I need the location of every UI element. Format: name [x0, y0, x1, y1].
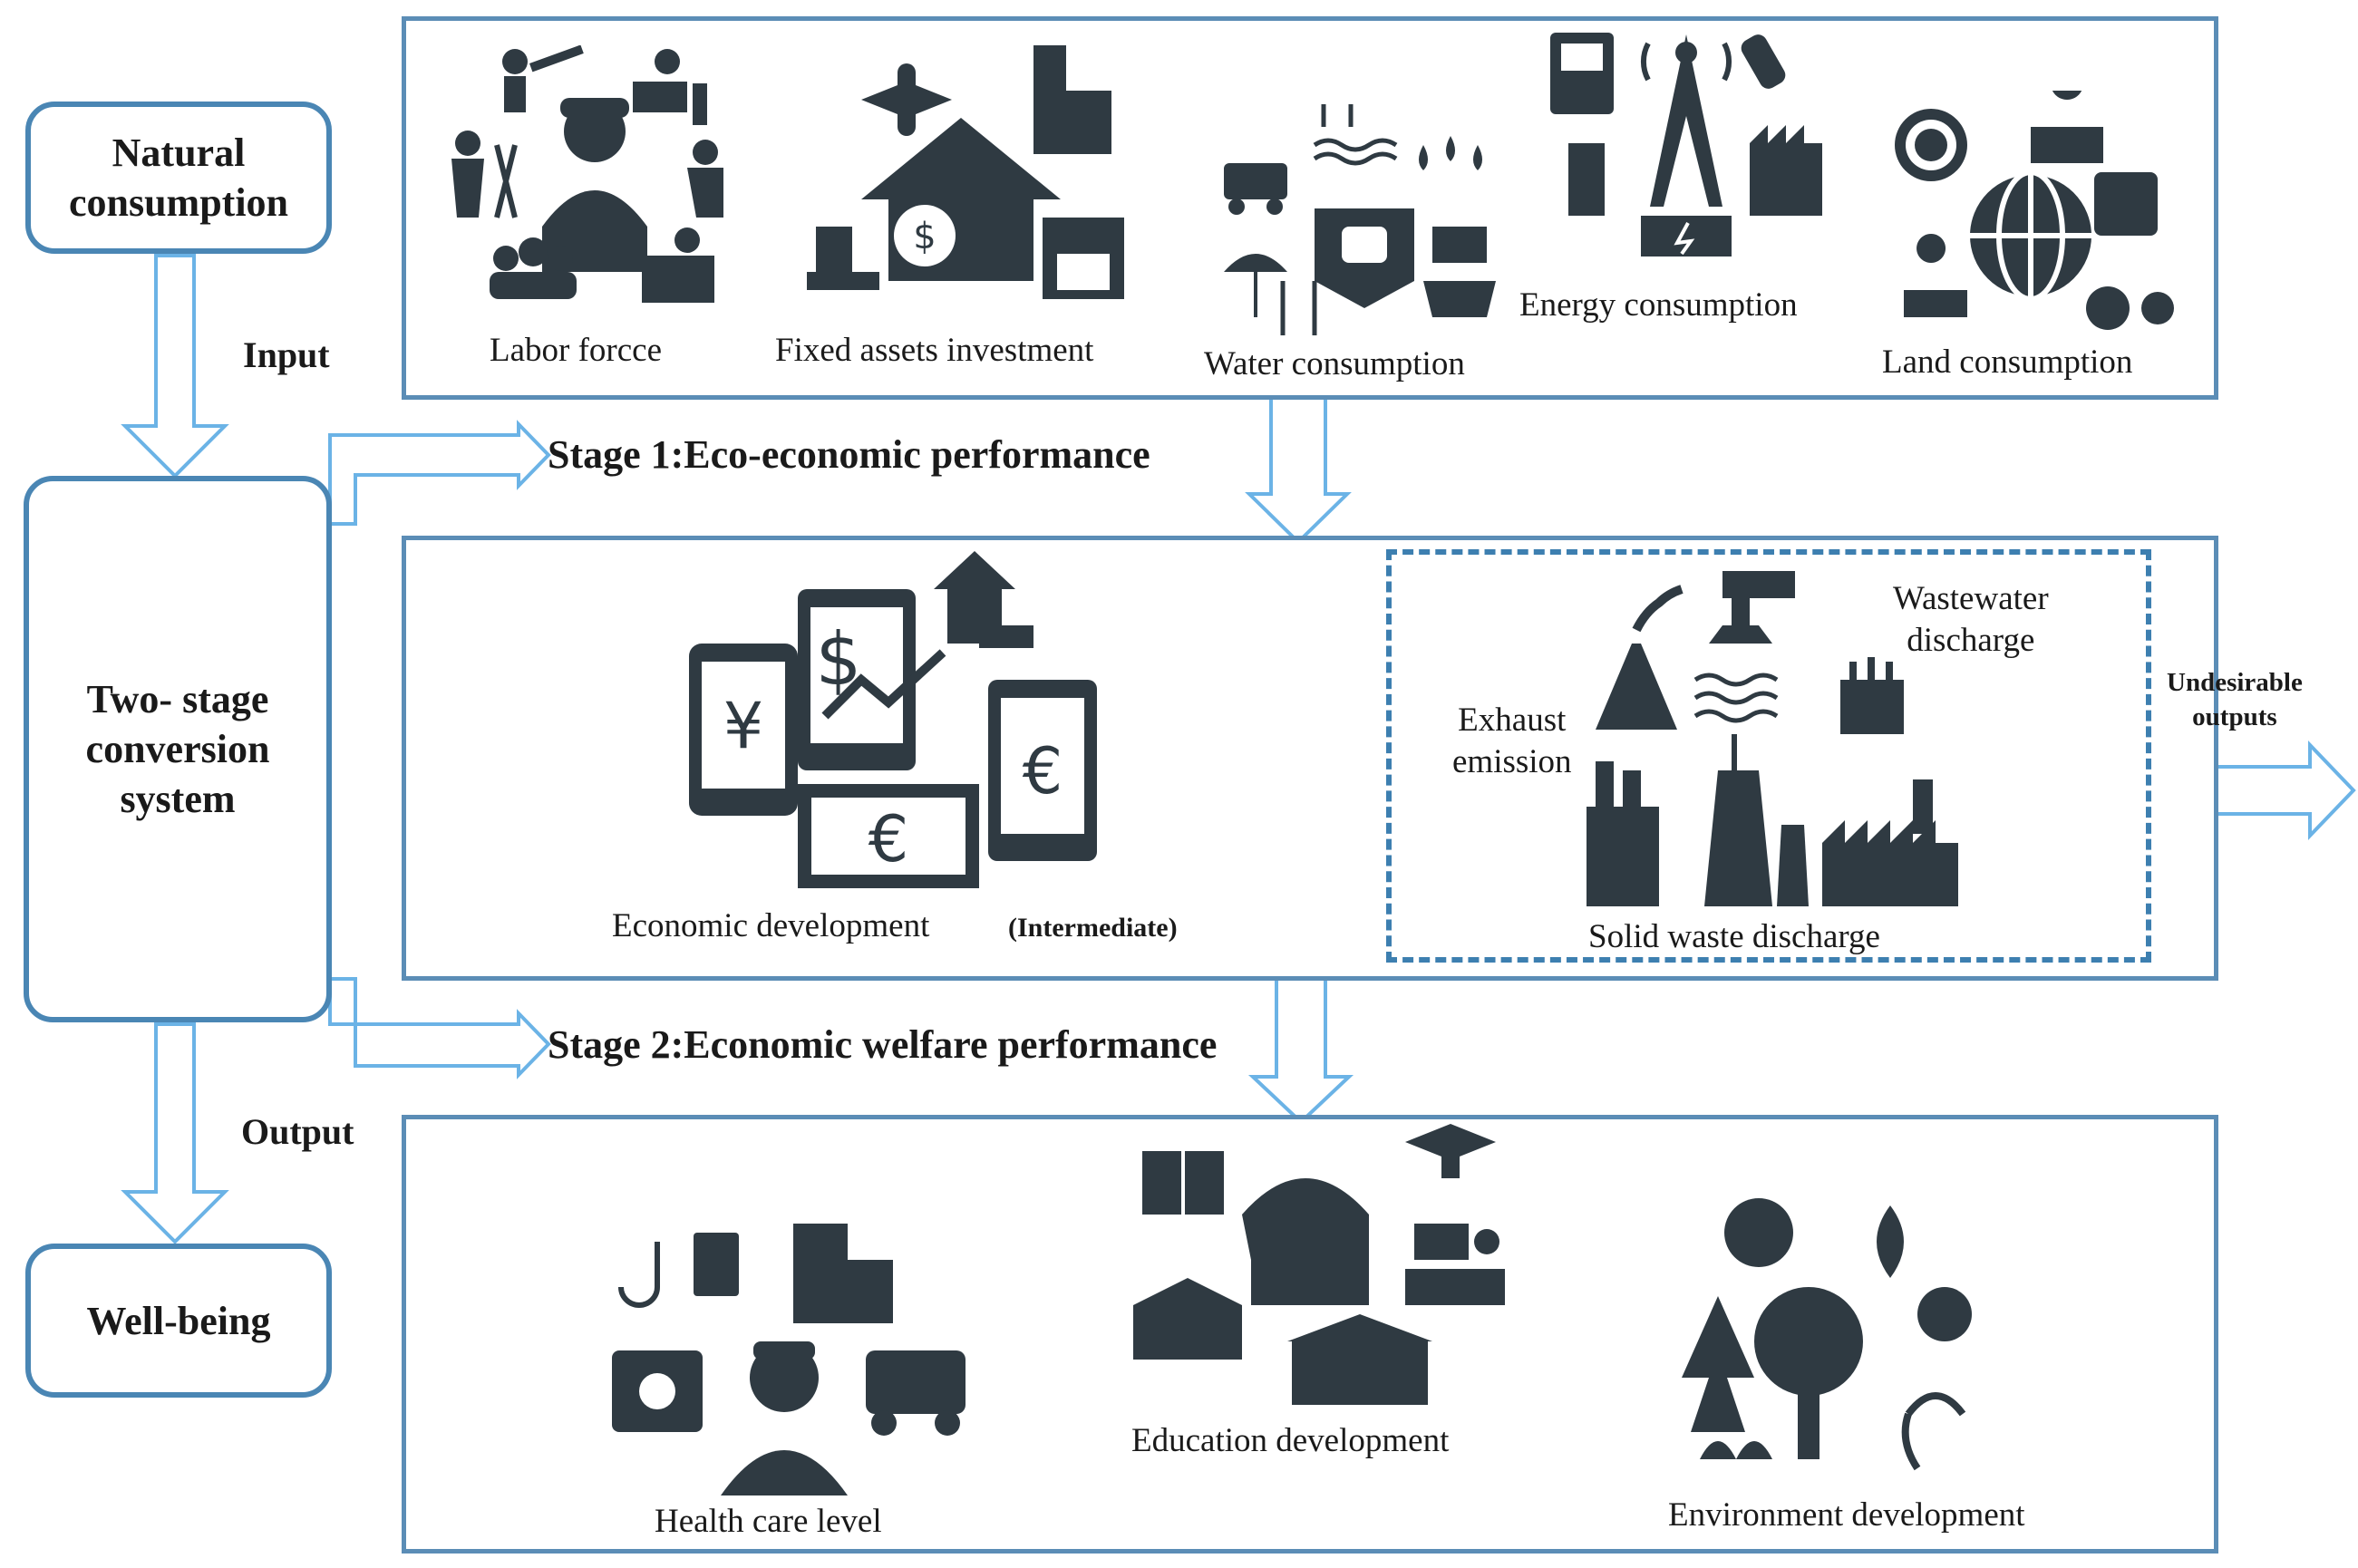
fixed-assets-label: Fixed assets investment [775, 332, 1094, 369]
land-consumption-label: Land consumption [1882, 344, 2133, 381]
two-stage-system-node: Two- stage conversion system [24, 476, 332, 1022]
health-care-label: Health care level [655, 1503, 882, 1540]
solid-waste-label: Solid waste discharge [1588, 918, 1880, 955]
water-consumption-label: Water consumption [1204, 345, 1465, 382]
economic-development-label: Economic development [612, 907, 930, 944]
undesirable-outputs-box [1386, 549, 2151, 963]
output-label: Output [241, 1111, 354, 1152]
education-development-label: Education development [1131, 1422, 1450, 1459]
input-label: Input [243, 334, 330, 375]
arrow-stage2 [328, 977, 551, 1079]
arrow-input-down [121, 254, 229, 479]
arrow-to-bottom [1247, 968, 1354, 1125]
environment-icon [1682, 1198, 1972, 1471]
arrow-to-middle [1245, 386, 1352, 545]
natural-consumption-node: Natural consumption [25, 102, 332, 254]
well-being-node: Well-being [25, 1244, 332, 1398]
stage1-label: Stage 1:Eco-economic performance [548, 432, 1150, 477]
svg-text:€: € [1023, 734, 1063, 808]
education-icon [1133, 1124, 1505, 1405]
svg-text:$: $ [913, 216, 936, 257]
labor-force-icon [451, 45, 723, 303]
intermediate-tag: (Intermediate) [1008, 913, 1178, 943]
stage2-label: Stage 2:Economic welfare performance [548, 1022, 1218, 1067]
arrow-output-down [121, 1022, 229, 1244]
water-consumption-icon [1224, 104, 1496, 335]
environment-development-label: Environment development [1668, 1496, 2025, 1534]
energy-consumption-label: Energy consumption [1519, 286, 1798, 324]
fixed-assets-icon: $ [807, 45, 1124, 299]
pollution-icon [1587, 571, 1958, 906]
economic-development-icon: ¥ $ € € [689, 551, 1097, 888]
svg-text:¥: ¥ [723, 689, 764, 763]
energy-consumption-icon [1550, 33, 1822, 256]
health-care-icon [612, 1224, 966, 1495]
labor-force-label: Labor forcce [490, 332, 663, 369]
svg-text:€: € [868, 802, 909, 876]
undesirable-outputs-label: Undesirable outputs [2167, 668, 2303, 731]
wastewater-discharge-label: Wastewater discharge [1893, 580, 2049, 660]
arrow-stage1 [328, 420, 551, 526]
land-consumption-icon [1895, 91, 2174, 330]
exhaust-emission-label: Exhaust emission [1452, 702, 1572, 781]
